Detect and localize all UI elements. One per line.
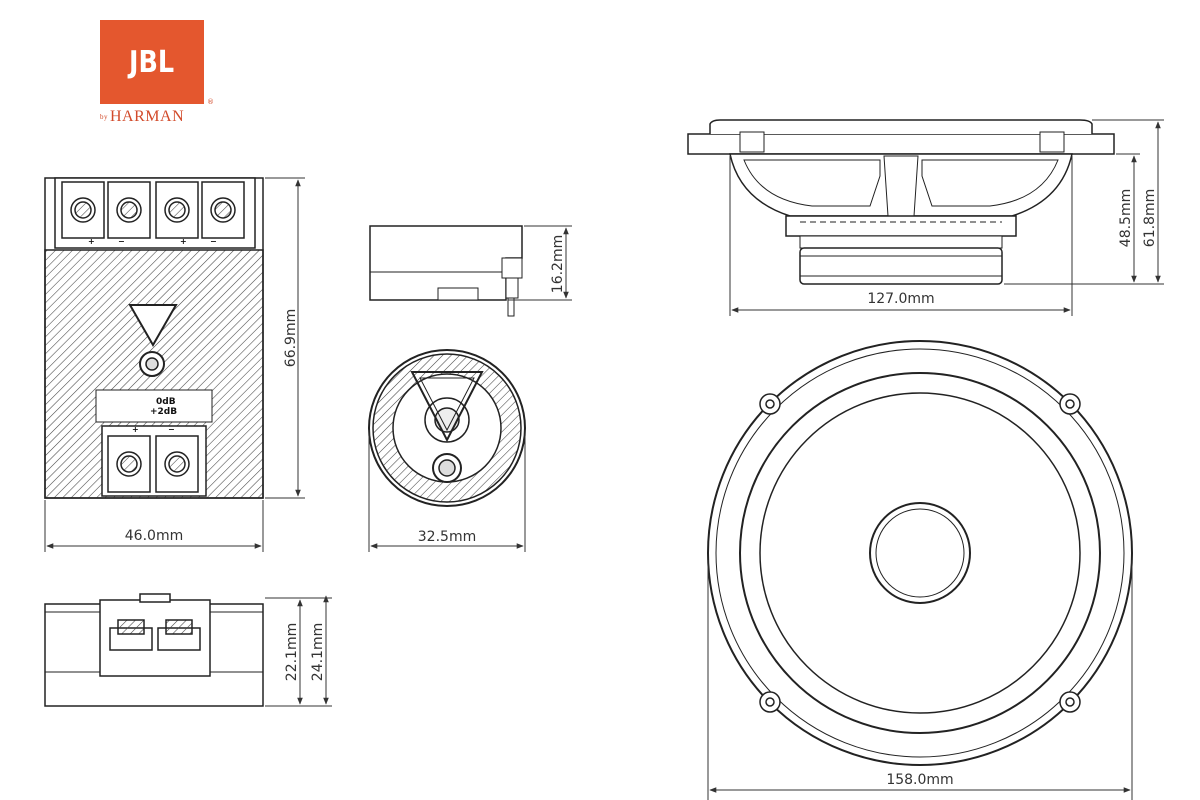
- woofer-diameter-dimension: [707, 560, 1133, 800]
- level-0db-label: 0dB: [156, 397, 176, 407]
- crossover-width-label: 46.0mm: [125, 528, 183, 544]
- crossover-front-view: [44, 177, 264, 499]
- tweeter-warning-triangle-icon: [410, 371, 484, 443]
- woofer-total-depth-label: 61.8mm: [1142, 189, 1158, 247]
- registered-mark: ®: [207, 98, 214, 106]
- woofer-front-view: [707, 340, 1133, 766]
- crossover-height-dimension: [265, 177, 305, 499]
- terminal-minus-3: −: [168, 425, 175, 434]
- level-switch-label-area: [95, 389, 213, 423]
- mounting-tab-icon: [759, 393, 1081, 713]
- terminal-minus-2: −: [210, 237, 217, 246]
- crossover-height-label: 66.9mm: [283, 309, 299, 367]
- woofer-cutout-dimension: [729, 156, 1073, 316]
- jbl-logo-text: JBL: [129, 44, 175, 80]
- woofer-side-view: [687, 119, 1115, 285]
- crossover-depth-outer-label: 24.1mm: [310, 623, 326, 681]
- crossover-width-dimension: [44, 500, 264, 552]
- level-2db-label: +2dB: [150, 407, 177, 417]
- crossover-side-view: [44, 593, 264, 707]
- terminal-minus-1: −: [118, 237, 125, 246]
- harman-text: HARMAN: [110, 108, 185, 125]
- crossover-depth-dimension: [265, 595, 332, 707]
- tweeter-diameter-dimension: [368, 430, 526, 552]
- harman-by: by: [100, 113, 108, 122]
- top-terminals: [61, 181, 245, 239]
- tweeter-depth-dimension: [508, 225, 572, 301]
- woofer-diameter-label: 158.0mm: [886, 772, 953, 788]
- warning-triangle-icon: [128, 304, 178, 348]
- woofer-depth-dimension: [1004, 119, 1164, 285]
- terminal-plus-1: +: [88, 237, 95, 246]
- tweeter-front-view: [368, 349, 526, 507]
- crossover-depth-inner-label: 22.1mm: [284, 623, 300, 681]
- tweeter-depth-label: 16.2mm: [550, 235, 566, 293]
- woofer-cutout-label: 127.0mm: [867, 291, 934, 307]
- tweeter-side-view: [369, 225, 523, 317]
- terminal-plus-2: +: [180, 237, 187, 246]
- tweeter-diameter-label: 32.5mm: [418, 529, 476, 545]
- woofer-mount-depth-label: 48.5mm: [1118, 189, 1134, 247]
- terminal-plus-3: +: [132, 425, 139, 434]
- jbl-logo: JBL: [100, 20, 204, 104]
